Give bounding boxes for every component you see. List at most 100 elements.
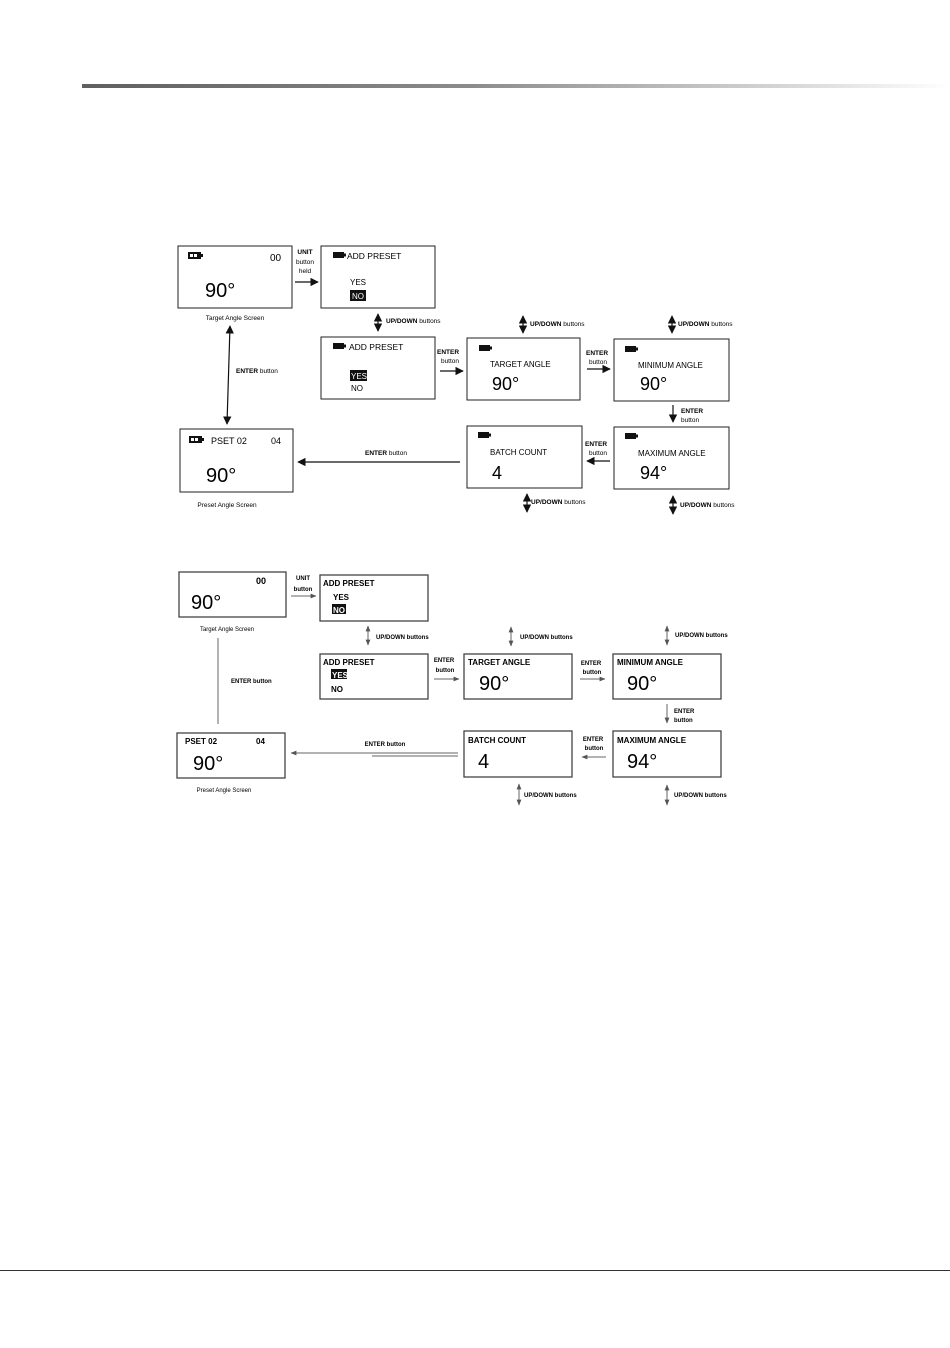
old-add-preset-2-no: NO — [331, 685, 343, 694]
minimum-angle-value: 90° — [640, 374, 667, 394]
battery-icon — [625, 346, 638, 352]
old-enter-label: ENTER — [581, 661, 602, 667]
preset-angle-screen: PSET 02 04 90° — [179, 428, 294, 493]
battery-icon — [625, 433, 638, 439]
old-add-preset-1-title: ADD PRESET — [323, 579, 375, 588]
preset-flow-diagram-old: 00 90° Target Angle Screen UNIT button A… — [176, 571, 728, 806]
old-minimum-angle-value: 90° — [627, 673, 657, 695]
old-preset-count: 04 — [256, 737, 265, 746]
add-preset-screen-2: ADD PRESET YES NO — [320, 336, 436, 400]
enter-label: ENTER — [437, 349, 459, 356]
old-enter-button-label: button — [674, 718, 693, 724]
battery-icon — [189, 436, 204, 443]
old-batch-count-value: 4 — [478, 751, 489, 773]
updown-label-4: UP/DOWN buttons — [680, 502, 735, 509]
enter-button-label: button — [589, 450, 607, 457]
updown-label-3: UP/DOWN buttons — [678, 321, 733, 328]
old-updown-label-4: UP/DOWN buttons — [674, 793, 727, 799]
target-angle-title: TARGET ANGLE — [490, 360, 551, 369]
old-maximum-angle-screen — [612, 730, 722, 778]
preset-angle-value: 90° — [206, 465, 236, 487]
old-target-angle-screen — [178, 571, 287, 618]
batch-count-title: BATCH COUNT — [490, 448, 547, 457]
batch-count-value: 4 — [492, 463, 502, 483]
updown-label-2: UP/DOWN buttons — [530, 321, 585, 328]
old-updown-label-1: UP/DOWN buttons — [376, 635, 429, 641]
old-enter-label: ENTER — [583, 737, 604, 743]
enter-button-label: button — [589, 359, 607, 366]
battery-icon — [188, 252, 203, 259]
old-minimum-angle-screen — [612, 653, 722, 700]
old-enter-label: ENTER — [674, 709, 695, 715]
add-preset-2-title: ADD PRESET — [349, 342, 403, 352]
enter-button-label-long: ENTER button — [365, 450, 407, 457]
target-count: 00 — [270, 253, 282, 264]
enter-button-label: button — [681, 417, 699, 424]
target-angle-screen: 00 90° — [177, 245, 293, 309]
add-preset-screen-1: ADD PRESET YES NO — [320, 245, 436, 309]
arrow-icon — [223, 325, 234, 425]
old-maximum-angle-value: 94° — [627, 751, 657, 773]
maximum-angle-title: MAXIMUM ANGLE — [638, 449, 706, 458]
enter-button-label: button — [441, 358, 459, 365]
unit-button-label: button — [296, 259, 314, 266]
old-enter-button-label: button — [583, 670, 602, 676]
enter-label: ENTER — [586, 350, 608, 357]
enter-button-vertical-label: ENTER button — [236, 368, 278, 375]
minimum-angle-screen: MINIMUM ANGLE 90° — [613, 338, 730, 402]
old-target-angle-title: TARGET ANGLE — [468, 658, 531, 667]
old-batch-count-title: BATCH COUNT — [468, 736, 526, 745]
add-preset-1-no-selected: NO — [352, 292, 364, 301]
minimum-angle-title: MINIMUM ANGLE — [638, 361, 703, 370]
old-updown-label-2: UP/DOWN buttons — [520, 635, 573, 641]
old-minimum-angle-title: MINIMUM ANGLE — [617, 658, 684, 667]
battery-icon — [479, 345, 492, 351]
old-unit-button-label: button — [294, 587, 313, 593]
header-rule — [82, 84, 950, 88]
old-enter-button-label: button — [585, 746, 604, 752]
old-unit-label: UNIT — [296, 576, 310, 582]
old-preset-screen-caption: Preset Angle Screen — [197, 788, 252, 794]
preset-screen-caption: Preset Angle Screen — [197, 502, 257, 509]
add-preset-2-yes-selected: YES — [351, 372, 367, 381]
add-preset-1-title: ADD PRESET — [347, 251, 401, 261]
old-add-preset-2-yes-selected: YES — [332, 671, 349, 680]
old-enter-label: ENTER — [434, 658, 455, 664]
old-updown-label-3: UP/DOWN buttons — [675, 633, 728, 639]
old-target-screen-caption: Target Angle Screen — [200, 627, 254, 633]
old-enter-button-label: button — [436, 668, 455, 674]
old-preset-angle-screen — [176, 732, 286, 779]
old-target-count: 00 — [256, 576, 266, 586]
unit-held-label: held — [299, 268, 312, 275]
old-target-angle-setting-value: 90° — [479, 673, 509, 695]
old-enter-button-label-long: ENTER button — [365, 742, 406, 748]
old-target-angle-setting-screen — [463, 653, 573, 700]
updown-label-1: UP/DOWN buttons — [386, 318, 441, 325]
old-add-preset-2-title: ADD PRESET — [323, 658, 375, 667]
old-updown-label-5: UP/DOWN buttons — [524, 793, 577, 799]
target-angle-value: 90° — [205, 280, 235, 302]
old-preset-title: PSET 02 — [185, 737, 218, 746]
battery-icon — [333, 252, 346, 258]
target-angle-setting-value: 90° — [492, 374, 519, 394]
old-target-angle-value: 90° — [191, 592, 221, 614]
maximum-angle-value: 94° — [640, 463, 667, 483]
add-preset-2-no: NO — [351, 384, 363, 393]
target-angle-setting-screen: TARGET ANGLE 90° — [466, 337, 581, 401]
batch-count-screen: BATCH COUNT 4 — [466, 425, 583, 489]
old-maximum-angle-title: MAXIMUM ANGLE — [617, 736, 687, 745]
target-screen-caption: Target Angle Screen — [206, 315, 265, 322]
footer-rule — [0, 1270, 950, 1271]
battery-icon — [333, 343, 346, 349]
add-preset-1-yes: YES — [350, 278, 366, 287]
maximum-angle-screen: MAXIMUM ANGLE 94° — [613, 426, 730, 490]
old-add-preset-1-yes: YES — [333, 593, 350, 602]
preset-count: 04 — [271, 436, 281, 446]
old-enter-vertical-label: ENTER button — [231, 679, 272, 685]
unit-label: UNIT — [297, 249, 312, 256]
enter-label: ENTER — [681, 408, 703, 415]
updown-label-5: UP/DOWN buttons — [531, 499, 586, 506]
preset-title: PSET 02 — [211, 436, 247, 446]
